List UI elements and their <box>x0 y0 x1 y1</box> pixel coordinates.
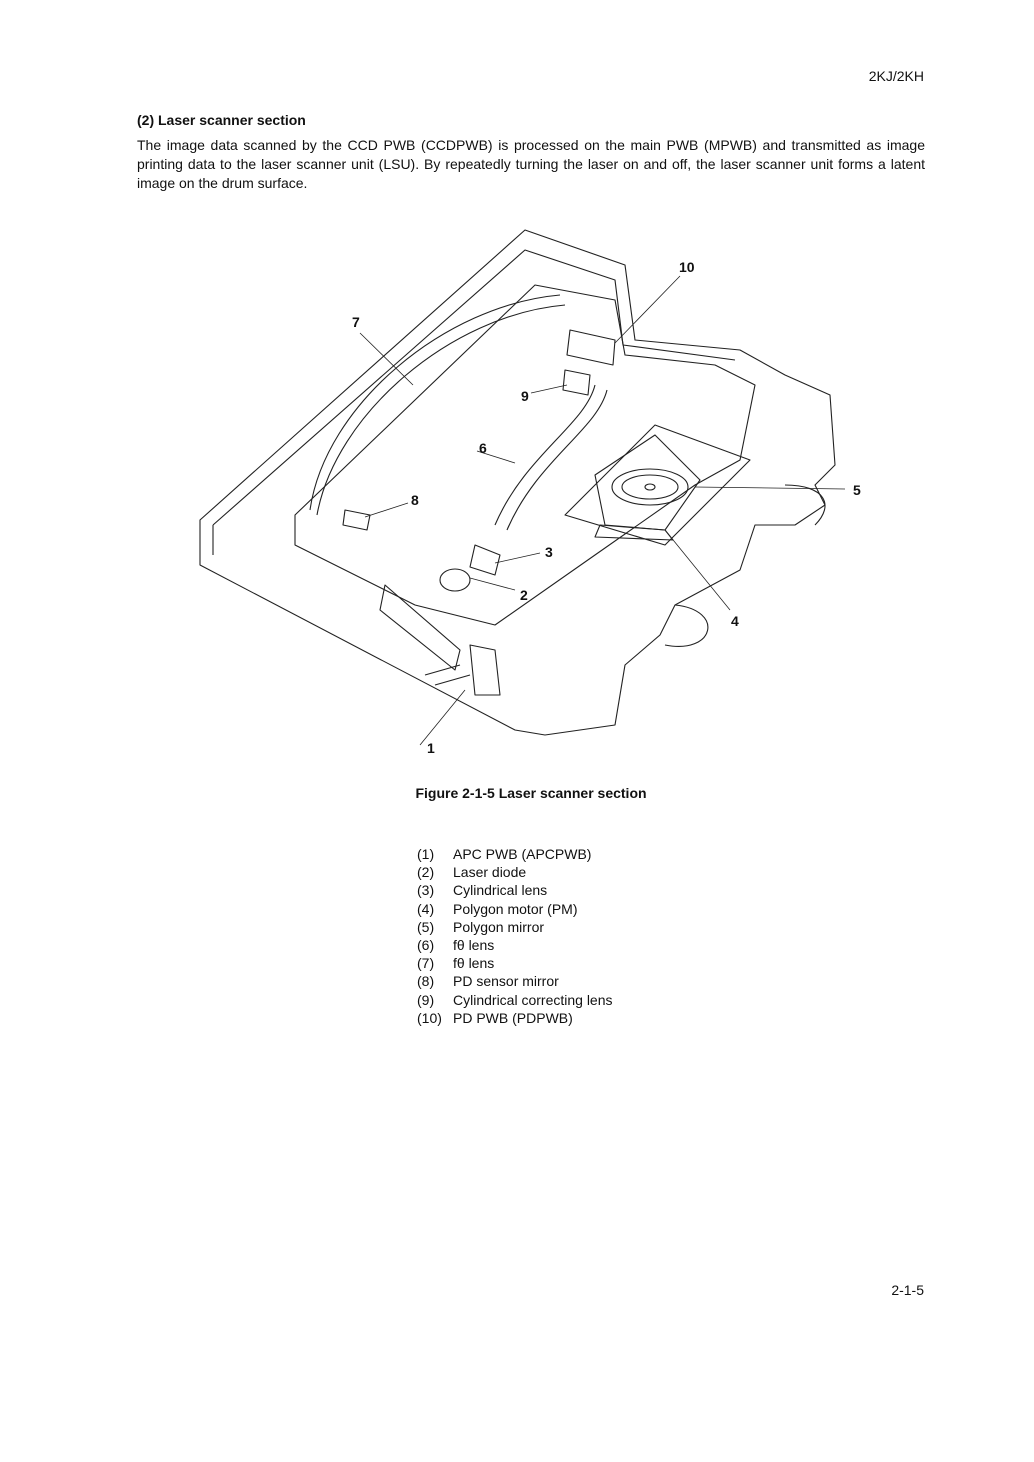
part-name: fθ lens <box>453 936 495 953</box>
intro-paragraph: The image data scanned by the CCD PWB (C… <box>137 137 925 191</box>
list-item: (9) Cylindrical correcting lens <box>417 991 613 1009</box>
section-title: (2) Laser scanner section <box>137 112 306 128</box>
part-name: PD PWB (PDPWB) <box>453 1009 573 1026</box>
list-item: (5) Polygon mirror <box>417 918 613 936</box>
callout-label: 2 <box>520 587 528 603</box>
callout-label: 10 <box>679 259 695 275</box>
figure-caption: Figure 2-1-5 Laser scanner section <box>415 785 647 801</box>
list-item: (4) Polygon motor (PM) <box>417 900 613 918</box>
list-item: (1) APC PWB (APCPWB) <box>417 845 613 863</box>
document-code: 2KJ/2KH <box>868 68 924 84</box>
part-number: (10) <box>417 1009 442 1026</box>
part-number: (2) <box>417 864 435 881</box>
part-name: Polygon mirror <box>453 918 545 935</box>
part-name: Cylindrical correcting lens <box>453 991 613 1008</box>
list-item: (3) Cylindrical lens <box>417 881 613 899</box>
page-number: 2-1-5 <box>891 1282 924 1298</box>
part-number: (9) <box>417 991 435 1008</box>
callout-label: 3 <box>545 544 553 560</box>
part-number: (3) <box>417 882 435 899</box>
part-number: (8) <box>417 973 435 990</box>
part-name: fθ lens <box>453 955 495 972</box>
part-number: (4) <box>417 900 435 917</box>
callout-label: 1 <box>427 740 435 756</box>
list-item: (8) PD sensor mirror <box>417 972 613 990</box>
part-number: (7) <box>417 955 435 972</box>
callout-label: 6 <box>479 440 487 456</box>
laser-scanner-illustration <box>195 225 875 770</box>
callout-label: 5 <box>853 482 861 498</box>
list-item: (6) fθ lens <box>417 936 613 954</box>
part-name: Laser diode <box>453 864 527 881</box>
part-name: Cylindrical lens <box>453 882 548 899</box>
part-number: (5) <box>417 918 435 935</box>
callout-label: 8 <box>411 492 419 508</box>
callout-label: 9 <box>521 388 529 404</box>
part-number: (6) <box>417 936 435 953</box>
list-item: (2) Laser diode <box>417 863 613 881</box>
callout-label: 7 <box>352 314 360 330</box>
part-number: (1) <box>417 846 435 862</box>
callout-label: 4 <box>731 613 739 629</box>
part-name: Polygon motor (PM) <box>453 900 578 917</box>
part-name: PD sensor mirror <box>453 973 559 990</box>
list-item: (7) fθ lens <box>417 954 613 972</box>
part-name: APC PWB (APCPWB) <box>453 846 592 862</box>
parts-list: (1) APC PWB (APCPWB) (2) Laser diode (3) Cy… <box>417 845 613 1027</box>
list-item: (10) PD PWB (PDPWB) <box>417 1009 613 1027</box>
